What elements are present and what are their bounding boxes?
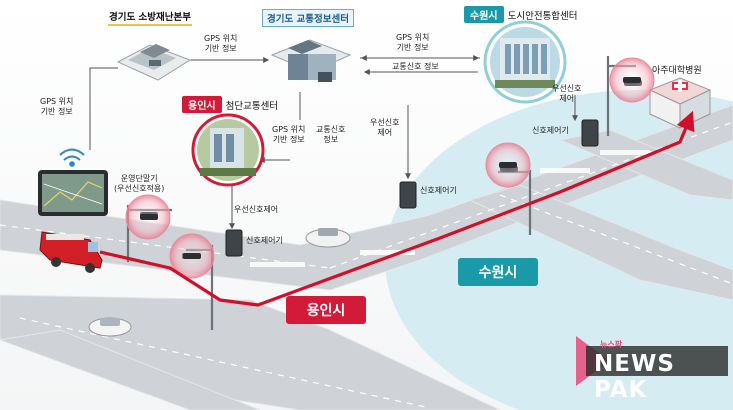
emergency-route [99, 110, 695, 307]
fire-hq-title: 경기도 소방재난본부 [108, 9, 192, 26]
gps-info-suwon-line2: 기반 정보 [396, 43, 429, 52]
fire-truck-icon [39, 231, 103, 273]
road-markings [0, 121, 733, 409]
terminal-line2: (우선신호적용) [114, 184, 165, 193]
yongin-center-pill: 용인시 [182, 96, 222, 113]
gps-info-suwon-line1: GPS 위치 [396, 33, 430, 42]
gps-fire-to-info-line1: GPS 위치 [204, 34, 238, 43]
yongin-center-title: 용인시 첨단교통센터 [182, 96, 278, 113]
gps-left-line1: GPS 위치 [40, 97, 74, 106]
priority-ctrl-right-line1: 우선신호 [370, 118, 400, 127]
suwon-center-photo [483, 20, 567, 104]
watermark-band [586, 346, 728, 376]
info-flow-lines [89, 55, 578, 230]
gps-left-line2: 기반 정보 [40, 107, 73, 116]
traffic-info-title: 경기도 교통정보센터 [262, 9, 354, 27]
signal-info-yongin-line2: 정보 [323, 135, 339, 144]
tablet-device-icon [38, 170, 108, 216]
signal-info-yongin-label: 교통신호 정보 [316, 125, 345, 145]
suwon-center-title: 수원시 도시안전통합센터 [464, 6, 578, 23]
traffic-info-flow-label: 교통신호 정보 [392, 62, 439, 71]
watermark-small-text: 뉴스팍 [600, 340, 623, 349]
priority-ctrl-suwon-label: 우선신호 제어 [552, 84, 581, 104]
gps-yongin-label: GPS 위치 기반 정보 [272, 125, 305, 145]
signal-info-yongin-line1: 교통신호 [316, 125, 346, 134]
watermark-logo-text: NEWS PAK [594, 351, 675, 403]
gps-fire-to-info-line2: 기반 정보 [204, 44, 237, 53]
ring-signal-lights [140, 77, 641, 259]
traffic-info-building [270, 39, 352, 82]
priority-ctrl-suwon-line1: 우선신호 [552, 84, 582, 93]
priority-ctrl-suwon-line2: 제어 [559, 94, 575, 103]
white-car-icon [88, 228, 351, 337]
gps-fire-to-info-label: GPS 위치 기반 정보 [204, 34, 237, 54]
controller-yongin-label: 신호제어기 [246, 236, 283, 245]
yongin-center-photo [191, 113, 265, 187]
hospital-label: 아주대학병원 [652, 66, 702, 76]
wifi-icon [59, 148, 85, 167]
gps-left-label: GPS 위치 기반 정보 [40, 97, 73, 117]
city-suwon-label: 수원시 [458, 258, 538, 286]
signal-controller-box-icon [225, 119, 599, 257]
priority-ctrl-right-label: 우선신호 제어 [370, 118, 399, 138]
controller-suwon-label: 신호제어기 [532, 126, 569, 135]
controller-center-label: 신호제어기 [420, 186, 457, 195]
priority-ctrl-right-line2: 제어 [377, 128, 393, 137]
terminal-line1: 운영단말기 [120, 174, 158, 183]
crosswalks [250, 150, 650, 267]
suwon-center-suffix: 도시안전통합센터 [507, 10, 578, 22]
suwon-center-pill: 수원시 [464, 6, 504, 23]
city-yongin-label: 용인시 [286, 296, 366, 324]
yongin-center-suffix: 첨단교통센터 [225, 100, 279, 112]
terminal-label: 운영단말기 (우선신호적용) [114, 174, 164, 194]
gps-info-suwon-label: GPS 위치 기반 정보 [396, 33, 429, 53]
fire-hq-building [116, 44, 192, 81]
gps-yongin-line2: 기반 정보 [272, 135, 305, 144]
priority-ctrl-yongin-label: 우선신호제어 [234, 205, 279, 214]
gps-yongin-line1: GPS 위치 [272, 125, 306, 134]
